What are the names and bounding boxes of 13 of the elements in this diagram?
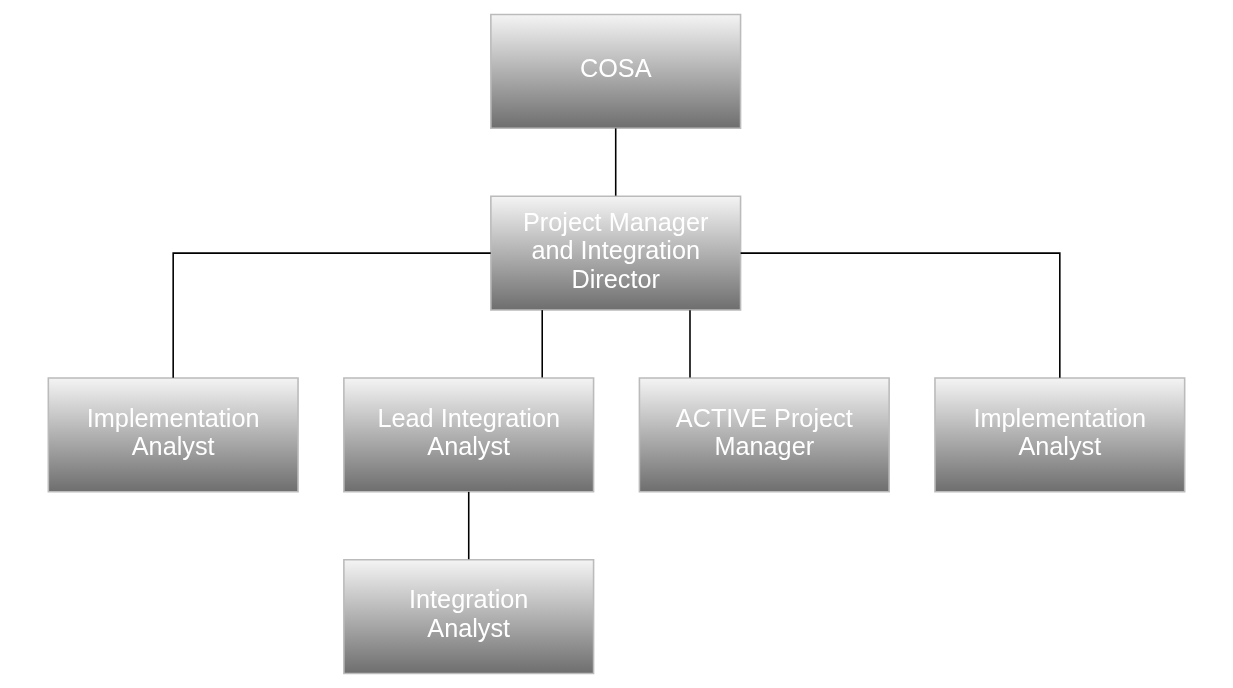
node-box: ACTIVE Project Manager [638,377,890,493]
node-box: Implementation Analyst [47,377,299,493]
node-box: Lead Integration Analyst [343,377,595,493]
connector [172,252,492,379]
connector [739,252,1061,379]
connector [614,127,617,197]
connector [541,309,543,379]
node-box: COSA [490,13,742,130]
node-box: Project Manager and Integration Director [490,195,742,311]
connector [467,491,470,560]
node-box: Implementation Analyst [934,377,1186,493]
node-box: Integration Analyst [343,558,595,675]
connector [689,309,691,379]
